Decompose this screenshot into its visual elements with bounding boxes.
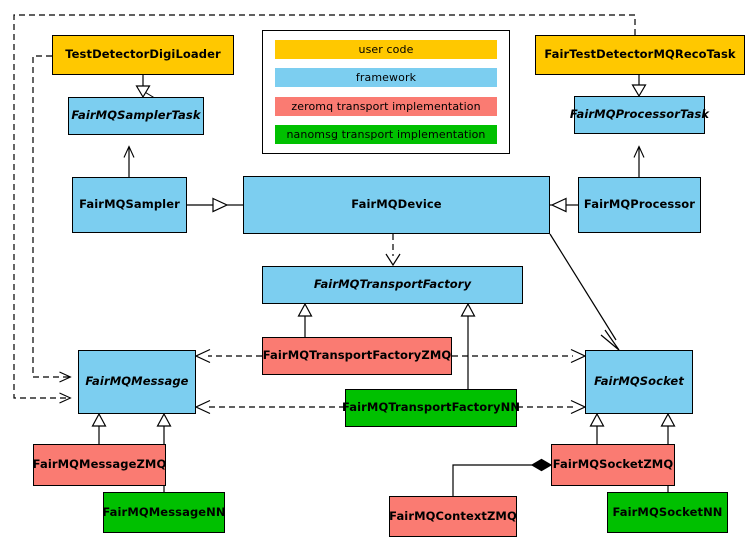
class-box-fairmqsamplertask[interactable]: FairMQSamplerTask [68, 97, 204, 135]
legend-item-framework: framework [275, 68, 497, 88]
legend-item-user-code: user code [275, 40, 497, 59]
class-box-fairmqtransportfactoryzmq[interactable]: FairMQTransportFactoryZMQ [262, 337, 452, 375]
class-label: TestDetectorDigiLoader [65, 47, 221, 62]
class-label: FairMQTransportFactoryZMQ [262, 348, 452, 363]
class-box-fairmqprocessortask[interactable]: FairMQProcessorTask [570, 96, 709, 134]
class-label: FairMQSocketNN [612, 504, 723, 519]
class-label: FairMQSamplerTask [71, 108, 201, 123]
class-box-fairmqtransportfactorynn[interactable]: FairMQTransportFactoryNN [341, 389, 521, 427]
edge-processor-to-device [550, 197, 580, 213]
edge-device-to-socket [549, 233, 620, 351]
class-box-fairmqmessagenn[interactable]: FairMQMessageNN [102, 492, 226, 533]
class-box-fairmqprocessor[interactable]: FairMQProcessor [578, 177, 701, 233]
class-label: FairMQContextZMQ [389, 508, 517, 523]
class-box-fairmqtransportfactory[interactable]: FairMQTransportFactory [262, 266, 523, 304]
edge-tfzmq-to-tf [297, 302, 313, 337]
class-label: FairMQProcessorTask [569, 107, 710, 122]
legend-label: framework [355, 71, 417, 85]
class-label: FairMQSocket [594, 374, 684, 389]
class-label: FairMQTransportFactoryNN [341, 400, 521, 415]
edge-tfnn-to-tf [460, 302, 476, 389]
edge-samplertask-gen-line [135, 75, 151, 99]
edge-tfzmq-to-socket [452, 348, 587, 364]
class-box-fairmqmessage[interactable]: FairMQMessage [78, 350, 196, 414]
class-label: FairMQDevice [351, 197, 442, 212]
legend-label: nanomsg transport implementation [286, 127, 486, 141]
edge-device-to-transportfactory-head [385, 253, 401, 267]
class-label: FairMQMessageZMQ [32, 457, 167, 472]
class-label: FairMQProcessor [583, 197, 696, 212]
class-label: FairMQTransportFactory [313, 277, 472, 292]
class-label: FairTestDetectorMQRecoTask [544, 47, 736, 62]
class-label: FairMQMessageNN [102, 504, 226, 519]
edge-messagezmq-to-message [91, 412, 107, 444]
class-box-testdetectordigiloader[interactable]: TestDetectorDigiLoader [52, 35, 234, 75]
class-box-fairtestdetectormqrecotask[interactable]: FairTestDetectorMQRecoTask [535, 35, 745, 75]
edge-contextzmq-to-socketzmq [452, 458, 553, 496]
class-box-fairmqcontextzmq[interactable]: FairMQContextZMQ [389, 496, 517, 537]
class-box-fairmqmessagezmq[interactable]: FairMQMessageZMQ [33, 444, 166, 486]
legend-label: zeromq transport implementation [291, 99, 481, 113]
legend-item-nanomsg: nanomsg transport implementation [275, 124, 497, 144]
edge-digiloader-to-message [32, 55, 70, 377]
edge-tfnn-to-message [194, 399, 345, 415]
edge-tfnn-to-socket [517, 399, 587, 415]
legend-item-zeromq: zeromq transport implementation [275, 96, 497, 116]
legend-label: user code [358, 43, 414, 56]
class-label: FairMQSocketZMQ [552, 457, 674, 472]
edge-sampler-to-device [187, 197, 243, 213]
edge-tfzmq-to-message [194, 348, 262, 364]
class-box-fairmqsampler[interactable]: FairMQSampler [72, 177, 187, 233]
edge-socketzmq-to-socket [589, 412, 605, 444]
class-box-fairmqdevice[interactable]: FairMQDevice [243, 176, 550, 234]
class-box-fairmqsocket[interactable]: FairMQSocket [585, 350, 693, 414]
class-box-fairmqsocketnn[interactable]: FairMQSocketNN [607, 492, 728, 533]
class-label: FairMQMessage [85, 374, 189, 389]
legend-panel: user code framework zeromq transport imp… [262, 30, 510, 154]
edge-recotask-to-processortask [631, 75, 647, 98]
class-box-fairmqsocketzmq[interactable]: FairMQSocketZMQ [551, 444, 675, 486]
class-label: FairMQSampler [79, 197, 180, 212]
